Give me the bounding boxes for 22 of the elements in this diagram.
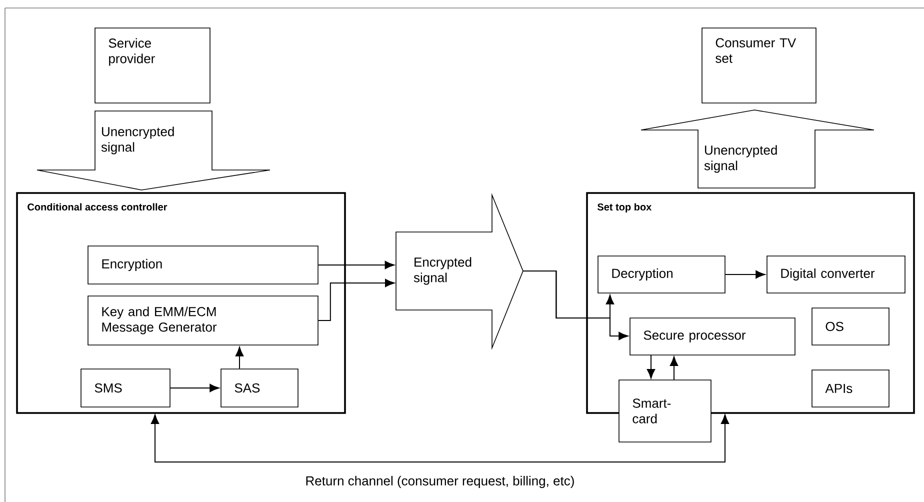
arrow [724, 270, 766, 279]
process-box: Service provider [94, 28, 210, 104]
process-box: OS [812, 308, 890, 346]
arrow [646, 354, 656, 379]
process-box: Smart- card [618, 380, 712, 442]
process-box: Key and EMM/ECM Message Generator [88, 296, 318, 346]
process-box: APIs [812, 370, 890, 408]
process-box: SMS [80, 368, 170, 408]
process-box: Digital converter [766, 256, 906, 294]
arrow [522, 270, 628, 340]
arrow [670, 356, 678, 380]
arrow [170, 384, 220, 392]
arrow [318, 278, 395, 321]
process-box: SAS [220, 368, 298, 408]
process-box: Secure processor [630, 318, 796, 356]
edge-label: Return channel (consumer request, billing, etc) [304, 474, 576, 490]
process-box: Consumer TV set [702, 28, 816, 104]
process-box: Decryption [598, 256, 726, 294]
arrow [235, 346, 244, 356]
arrow [318, 260, 394, 270]
arrow [150, 414, 730, 462]
process-box: Encryption [88, 246, 318, 284]
